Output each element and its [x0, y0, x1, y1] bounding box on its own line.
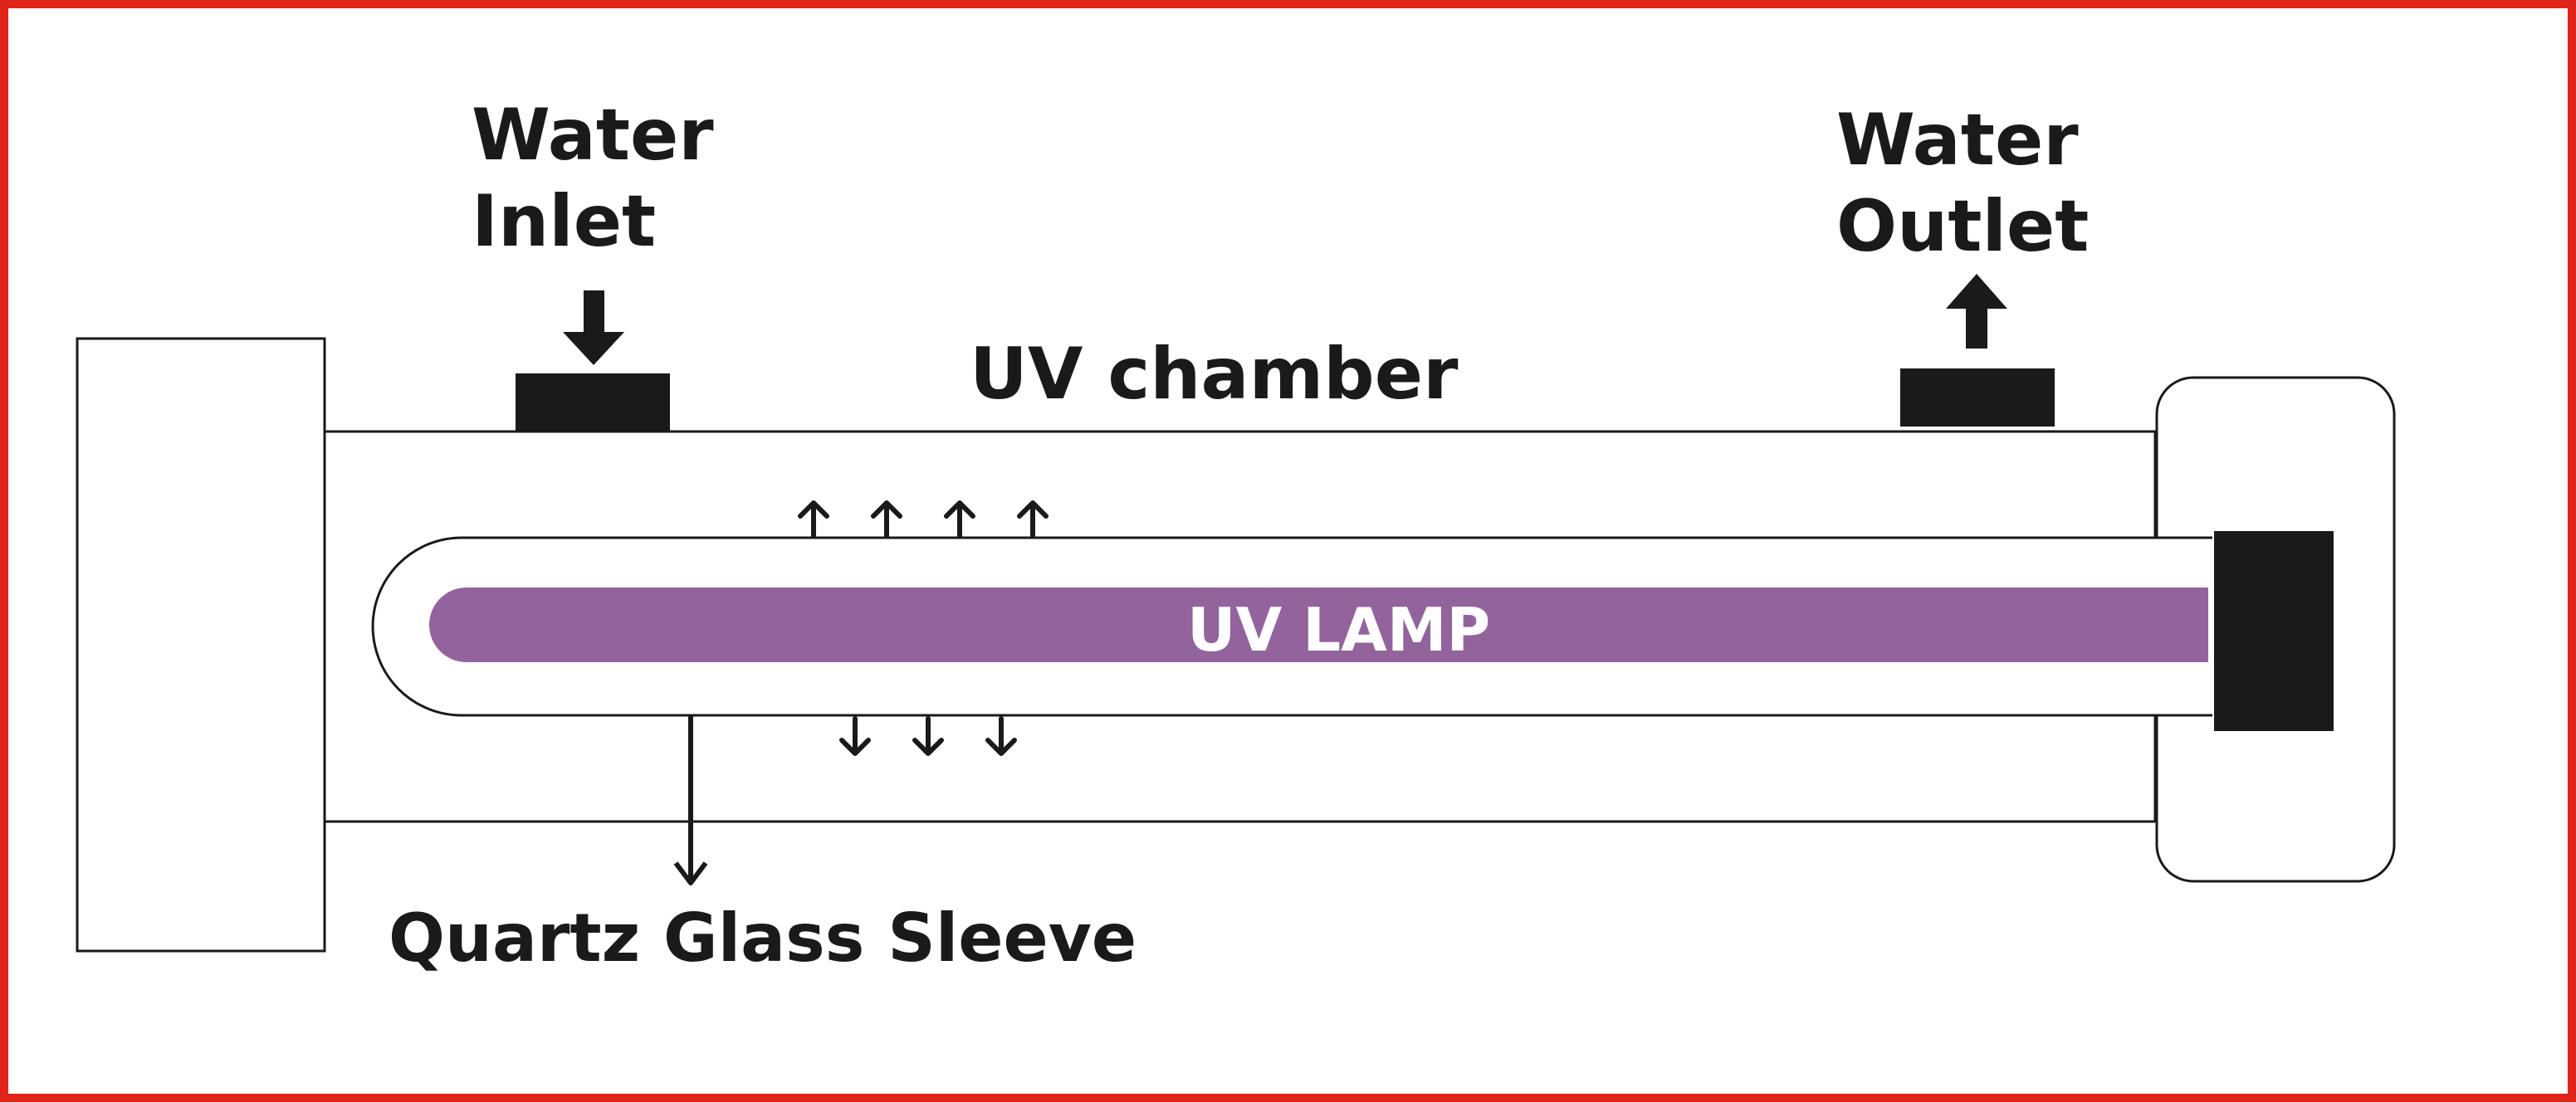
uv-rays-up [798, 500, 1048, 539]
uv-ray-up-icon [944, 500, 975, 539]
left-end-cap [76, 337, 326, 953]
uv-rays-down [839, 716, 1017, 756]
uv-ray-up-icon [1017, 500, 1048, 539]
uv-ray-down-icon [985, 716, 1017, 756]
inlet-label-line2: Inlet [472, 180, 656, 263]
uv-ray-up-icon [871, 500, 902, 539]
uv-lamp [429, 588, 2208, 662]
sleeve-leader-arrow-icon [673, 715, 708, 885]
inlet-label-line1: Water [472, 94, 714, 177]
inlet-port [516, 373, 670, 432]
outlet-label-line1: Water [1836, 99, 2079, 182]
outlet-port [1900, 368, 2055, 427]
chamber-label: UV chamber [970, 333, 1459, 416]
inlet-arrow-icon [563, 290, 624, 365]
uv-ray-up-icon [798, 500, 829, 539]
lamp-socket [2214, 531, 2334, 731]
uv-ray-down-icon [839, 716, 871, 756]
outlet-label-line2: Outlet [1836, 185, 2089, 268]
outlet-arrow-icon [1946, 274, 2007, 349]
uv-ray-down-icon [912, 716, 944, 756]
lamp-label: UV LAMP [1187, 595, 1490, 665]
sleeve-label: Quartz Glass Sleeve [389, 900, 1136, 977]
